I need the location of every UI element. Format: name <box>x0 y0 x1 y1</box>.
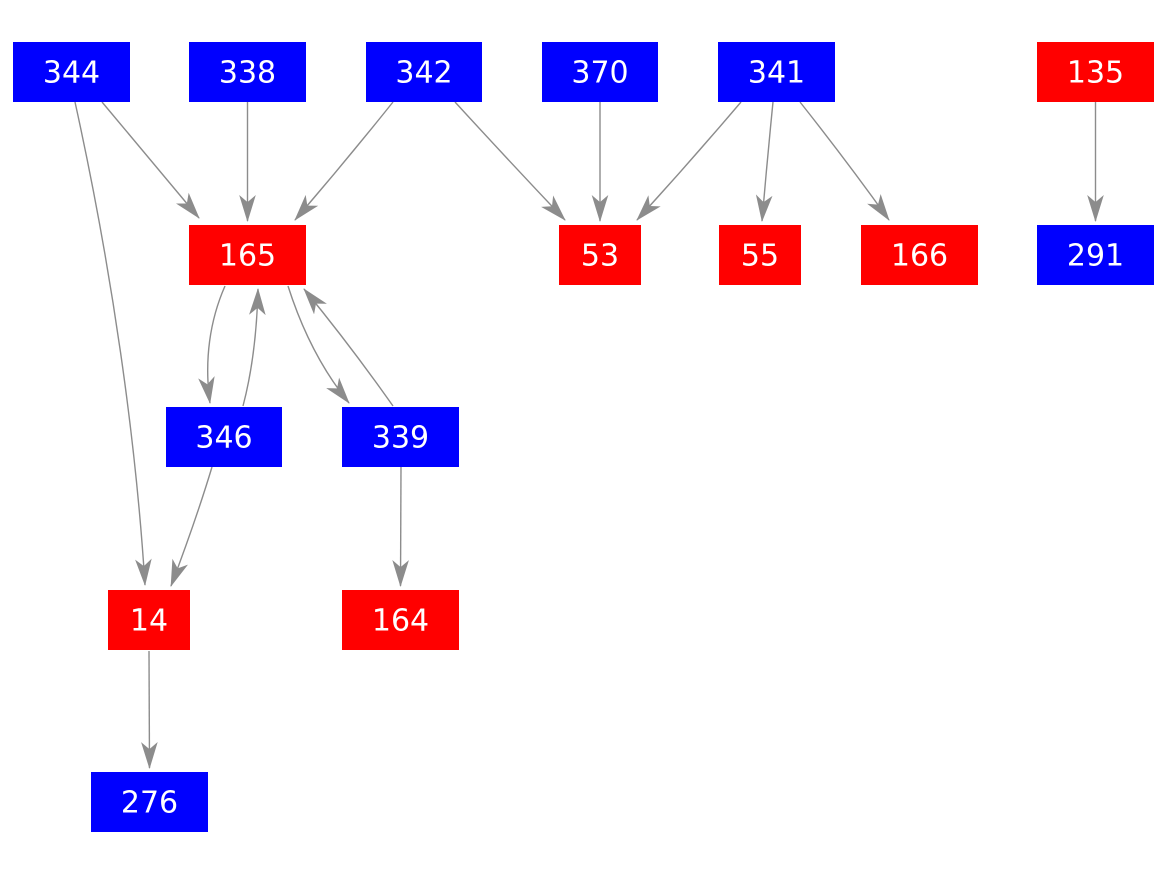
edge-342-53 <box>454 101 566 221</box>
node-370-box <box>542 42 658 102</box>
node-338-box <box>189 42 306 102</box>
node-341-label: 341 <box>748 56 805 91</box>
node-370-label: 370 <box>571 56 628 91</box>
edge-341-166 <box>799 101 890 221</box>
node-135-label: 135 <box>1067 56 1124 91</box>
node-338-label: 338 <box>219 56 276 91</box>
node-339-box <box>342 407 459 467</box>
node-344-box <box>13 42 130 102</box>
node-55-label: 55 <box>741 239 779 274</box>
node-14-label: 14 <box>130 604 168 639</box>
node-291: 291 <box>1037 225 1154 285</box>
node-291-box <box>1037 225 1154 285</box>
node-164-box <box>342 590 459 650</box>
node-342: 342 <box>366 42 482 102</box>
edge-342-165 <box>294 101 394 221</box>
edge-346-14 <box>170 466 213 587</box>
edge-339-164 <box>392 466 409 588</box>
node-165-label: 165 <box>219 239 276 274</box>
node-339: 339 <box>342 407 459 467</box>
node-344: 344 <box>13 42 130 102</box>
node-164-label: 164 <box>372 604 429 639</box>
node-346-box <box>166 407 282 467</box>
edge-344-14 <box>74 101 152 587</box>
node-346: 346 <box>166 407 282 467</box>
node-291-label: 291 <box>1067 239 1124 274</box>
edge-339-165 <box>303 288 394 407</box>
node-14-box <box>108 590 190 650</box>
nodes-layer: 344 338 342 370 341 135 165 53 <box>13 42 1154 832</box>
node-276-label: 276 <box>121 786 178 821</box>
node-370: 370 <box>542 42 658 102</box>
edge-165-339 <box>287 285 350 404</box>
node-166: 166 <box>861 225 978 285</box>
edge-341-53 <box>636 101 742 221</box>
node-135: 135 <box>1037 42 1154 102</box>
node-55-box <box>719 225 801 285</box>
node-339-label: 339 <box>372 421 429 456</box>
node-346-label: 346 <box>195 421 252 456</box>
node-341: 341 <box>718 42 835 102</box>
node-14: 14 <box>108 590 190 650</box>
edges-layer <box>74 101 1104 770</box>
edge-344-165 <box>101 101 200 219</box>
node-342-label: 342 <box>395 56 452 91</box>
node-276: 276 <box>91 772 208 832</box>
edge-165-346 <box>198 285 226 405</box>
edge-14-276 <box>141 650 158 770</box>
node-166-box <box>861 225 978 285</box>
node-342-box <box>366 42 482 102</box>
node-53-label: 53 <box>581 239 619 274</box>
edge-346-165 <box>242 287 266 407</box>
node-276-box <box>91 772 208 832</box>
node-166-label: 166 <box>891 239 948 274</box>
node-344-label: 344 <box>43 56 100 91</box>
node-165-box <box>189 225 306 285</box>
edge-341-55 <box>755 101 774 223</box>
node-165: 165 <box>189 225 306 285</box>
node-53-box <box>559 225 641 285</box>
node-55: 55 <box>719 225 801 285</box>
node-135-box <box>1037 42 1154 102</box>
node-341-box <box>718 42 835 102</box>
node-164: 164 <box>342 590 459 650</box>
node-53: 53 <box>559 225 641 285</box>
node-338: 338 <box>189 42 306 102</box>
